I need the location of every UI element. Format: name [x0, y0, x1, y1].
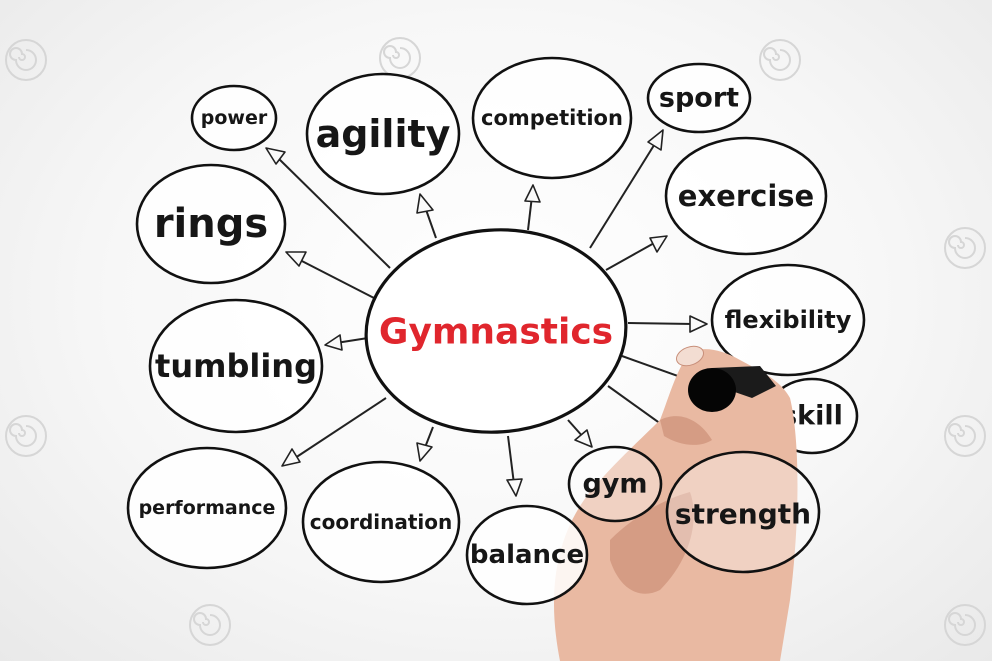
arrow-head	[524, 184, 541, 203]
node-label-tumbling: tumbling	[155, 347, 317, 385]
arrow-head	[324, 334, 343, 351]
node-label-exercise: exercise	[678, 179, 814, 213]
arrow-head	[647, 129, 664, 151]
node-exercise: exercise	[664, 136, 828, 256]
arrow-head	[265, 147, 286, 165]
bubble-balance	[465, 504, 589, 606]
watermark-icon	[944, 604, 986, 646]
connector-exercise	[605, 241, 657, 271]
connector-balance	[507, 435, 515, 485]
hand-holding-marker-icon	[553, 345, 798, 661]
connector-sport	[589, 141, 657, 249]
node-flexibility: flexibility	[710, 263, 866, 377]
marker-tip	[688, 368, 736, 412]
bubble-rings	[135, 163, 287, 285]
watermark-icon	[379, 37, 421, 79]
arrow-head	[416, 193, 434, 214]
node-label-competition: competition	[481, 106, 623, 130]
node-label-agility: agility	[316, 112, 451, 156]
bubble-competition	[471, 56, 633, 180]
node-label-rings: rings	[154, 201, 268, 247]
node-label-coordination: coordination	[310, 510, 453, 534]
watermark-icon	[944, 227, 986, 269]
node-label-strength: strength	[675, 498, 811, 531]
node-rings: rings	[135, 163, 287, 285]
node-label-performance: performance	[139, 497, 276, 519]
bubble-exercise	[664, 136, 828, 256]
connector-performance	[291, 397, 387, 461]
node-label-gym: gym	[582, 469, 647, 500]
bubble-sport	[646, 62, 752, 134]
bubble-flexibility	[710, 263, 866, 377]
arrow-head	[649, 235, 668, 253]
arrow-head	[416, 442, 433, 462]
bubble-performance	[126, 446, 288, 570]
watermark-icon	[759, 39, 801, 81]
arrow-head	[506, 478, 523, 497]
node-power: power	[190, 84, 278, 152]
bubble-power	[190, 84, 278, 152]
node-strength: strength	[665, 450, 821, 574]
connector-rings	[295, 257, 375, 299]
node-label-flexibility: flexibility	[725, 306, 852, 334]
marker-icon	[688, 366, 776, 412]
node-sport: sport	[646, 62, 752, 134]
connector-flexibility	[627, 322, 695, 325]
node-label-sport: sport	[659, 83, 739, 114]
bubble-coordination	[301, 460, 461, 584]
bubble-agility	[305, 72, 461, 196]
bubble-tumbling	[148, 298, 324, 434]
arrow-head	[285, 251, 307, 267]
node-agility: agility	[305, 72, 461, 196]
center-bubble	[364, 228, 628, 434]
arrow-head	[281, 448, 301, 467]
node-performance: performance	[126, 446, 288, 570]
watermark-icon	[5, 39, 47, 81]
node-balance: balance	[465, 504, 589, 606]
arrow-head	[574, 429, 593, 448]
node-gym: gym	[567, 445, 663, 523]
watermark-icon	[189, 604, 231, 646]
watermark-icon	[944, 415, 986, 457]
bubble-strength	[665, 450, 821, 574]
node-label-balance: balance	[470, 540, 584, 570]
node-tumbling: tumbling	[148, 298, 324, 434]
node-label-power: power	[201, 107, 268, 129]
node-competition: competition	[471, 56, 633, 180]
center-node: Gymnastics	[364, 228, 628, 434]
bubble-gym	[567, 445, 663, 523]
watermark-icon	[5, 415, 47, 457]
node-coordination: coordination	[301, 460, 461, 584]
center-label: Gymnastics	[379, 312, 613, 353]
arrow-head	[689, 315, 708, 333]
connector-power	[275, 155, 391, 269]
